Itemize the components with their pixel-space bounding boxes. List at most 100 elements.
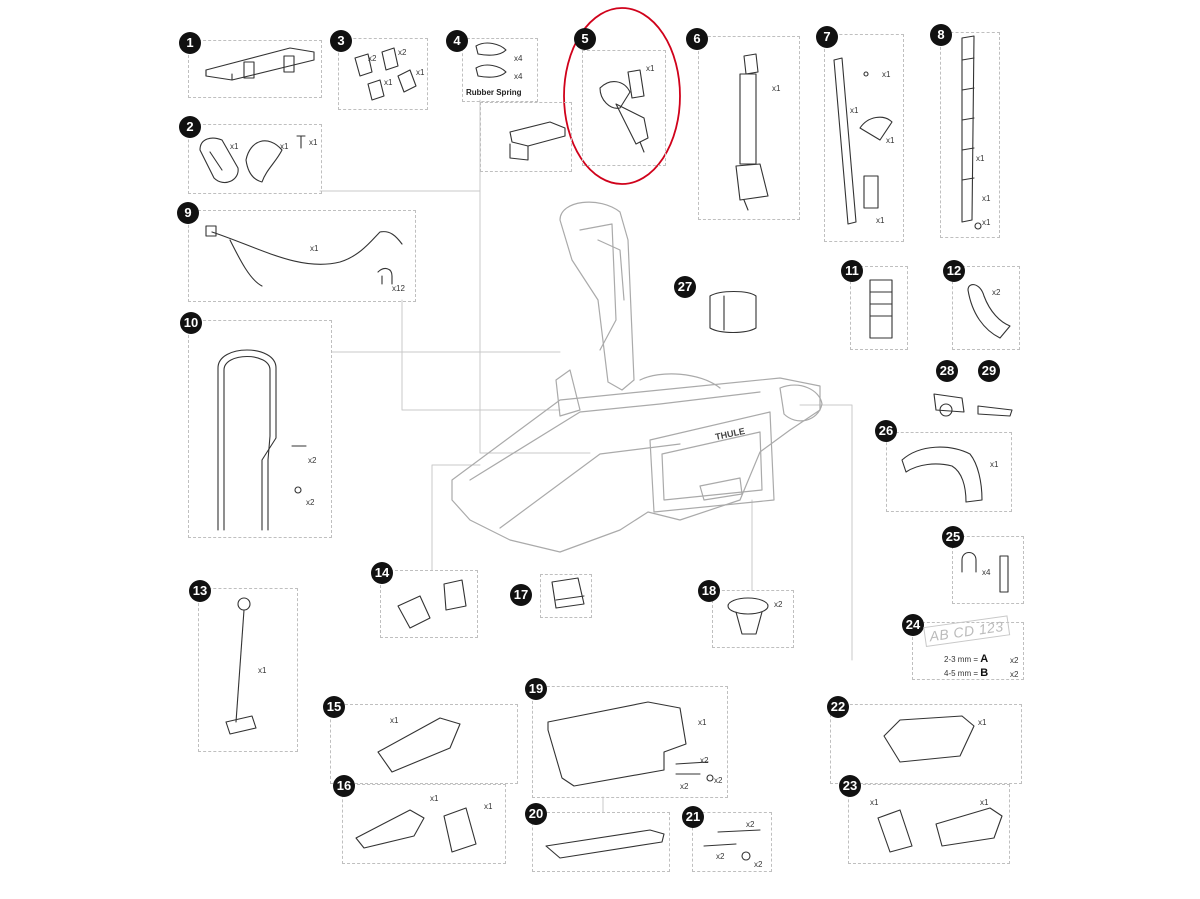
- box-part-10: [188, 320, 332, 538]
- quantity-label: x4: [982, 568, 991, 577]
- quantity-label: x1: [430, 794, 439, 803]
- quantity-label: x2: [306, 498, 315, 507]
- size-letter-a: A: [980, 653, 989, 665]
- quantity-label: x2: [714, 776, 723, 785]
- part-29-drawing: [977, 405, 1013, 417]
- box-part-17: [540, 574, 592, 618]
- quantity-label: x1: [309, 138, 318, 147]
- part-23-drawing: [877, 807, 1003, 853]
- box-part-26: [886, 432, 1012, 512]
- size-letter-b: B: [980, 667, 989, 679]
- quantity-label: x1: [982, 194, 991, 203]
- quantity-label: x2: [754, 860, 763, 869]
- quantity-label: x1: [982, 218, 991, 227]
- size-range-b: 4-5 mm =: [944, 669, 979, 678]
- part-number-badge: 14: [371, 562, 393, 584]
- part-number-badge: 7: [816, 26, 838, 48]
- quantity-label: x1: [990, 460, 999, 469]
- box-part-9: [188, 210, 416, 302]
- box-part-11: [850, 266, 908, 350]
- part-number-badge: 6: [686, 28, 708, 50]
- part-19-drawing: [547, 701, 714, 787]
- box-part-3: [338, 38, 428, 110]
- box-part-5: [582, 50, 666, 166]
- quantity-label: x1: [886, 136, 895, 145]
- box-part-8: [940, 32, 1000, 238]
- box-part-14: [380, 570, 478, 638]
- part-16-drawing: [355, 807, 477, 853]
- part-18-drawing: [727, 597, 769, 635]
- quantity-label: x1: [870, 798, 879, 807]
- rubber-spring-label: Rubber Spring: [466, 88, 522, 97]
- quantity-label: x2: [700, 756, 709, 765]
- part-number-badge: 25: [942, 526, 964, 548]
- quantity-label: x12: [392, 284, 405, 293]
- part-17-drawing: [551, 577, 585, 609]
- part-number-badge: 18: [698, 580, 720, 602]
- leader-line-4: [479, 99, 591, 454]
- box-part-25: [952, 536, 1024, 604]
- part-number-badge: 17: [510, 584, 532, 606]
- part-14-drawing: [397, 579, 467, 629]
- box-part-6: [698, 36, 800, 220]
- box-part-18: [712, 590, 794, 648]
- part-number-badge: 24: [902, 614, 924, 636]
- part-2-drawing: [199, 135, 306, 183]
- part-20-drawing: [545, 829, 665, 859]
- part-number-badge: 20: [525, 803, 547, 825]
- highlight-oval-part-5: [563, 7, 681, 185]
- part-number-badge: 1: [179, 32, 201, 54]
- quantity-label: x1: [698, 718, 707, 727]
- box-part-16: [342, 784, 506, 864]
- part-15-drawing: [377, 717, 461, 773]
- quantity-label: x1: [976, 154, 985, 163]
- quantity-label: x2: [368, 54, 377, 63]
- part-7-drawing: [833, 57, 893, 225]
- part-27-drawing: [709, 290, 757, 334]
- part-28-drawing: [933, 393, 965, 417]
- quantity-label: x2: [716, 852, 725, 861]
- part-number-badge: 11: [841, 260, 863, 282]
- part-6-drawing: [735, 53, 769, 211]
- part-3-drawing: [354, 47, 417, 101]
- quantity-label: x1: [384, 78, 393, 87]
- quantity-label: x1: [230, 142, 239, 151]
- part-1-drawing: [205, 47, 315, 81]
- part-number-badge: 8: [930, 24, 952, 46]
- part-12-drawing: [967, 284, 1011, 339]
- part-11-drawing: [869, 279, 893, 339]
- quantity-label: x1: [484, 802, 493, 811]
- brand-mark: THULE: [714, 426, 745, 442]
- quantity-label: x1: [646, 64, 655, 73]
- box-part-12: [952, 266, 1020, 350]
- quantity-label: x1: [280, 142, 289, 151]
- quantity-label: x2: [1010, 670, 1019, 679]
- quantity-label: x2: [308, 456, 317, 465]
- leader-line-9: [401, 299, 561, 411]
- box-part-24: [912, 622, 1024, 680]
- quantity-label: x1: [258, 666, 267, 675]
- part-10-drawing: [217, 349, 307, 531]
- quantity-label: x4: [514, 72, 523, 81]
- part-25-drawing: [961, 551, 1009, 593]
- box-part-13: [198, 588, 298, 752]
- part-number-badge: 21: [682, 806, 704, 828]
- part-number-badge: 26: [875, 420, 897, 442]
- box-part-19: [532, 686, 728, 798]
- part-9-drawing: [205, 225, 403, 287]
- quantity-label: x1: [390, 716, 399, 725]
- quantity-label: x2: [680, 782, 689, 791]
- leader-line-14: [431, 464, 481, 571]
- part-22-drawing: [883, 715, 975, 763]
- box-part-22: [830, 704, 1022, 784]
- size-row-a: 2-3 mm = A: [944, 653, 988, 665]
- quantity-label: x4: [514, 54, 523, 63]
- part-number-badge: 23: [839, 775, 861, 797]
- box-part-15: [330, 704, 518, 784]
- size-row-b: 4-5 mm = B: [944, 667, 988, 679]
- box-part-1: [188, 40, 322, 98]
- part-number-badge: 15: [323, 696, 345, 718]
- box-part-4: [462, 38, 538, 102]
